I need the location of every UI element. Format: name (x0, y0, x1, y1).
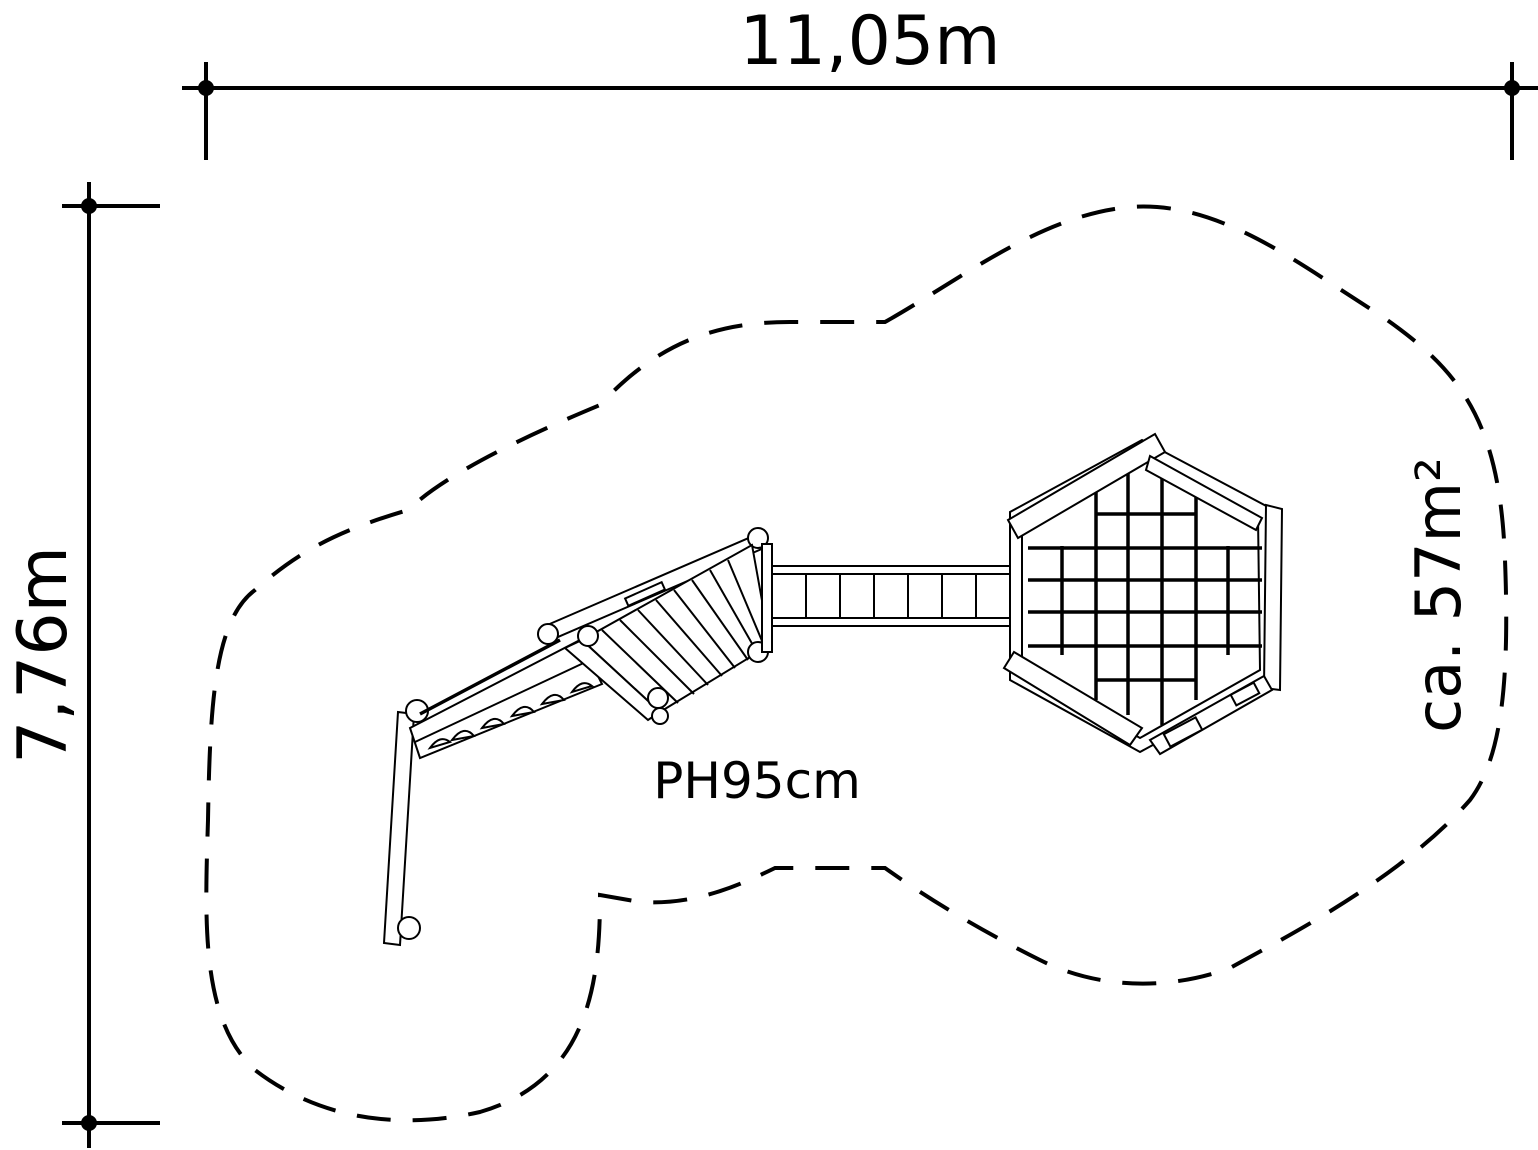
depth-label: 7,76m (4, 546, 83, 764)
platform-height-label: PH95cm (653, 752, 861, 810)
climbing-net (1028, 470, 1262, 725)
playground-equipment (382, 432, 1284, 947)
depth-dimension: 7,76m (4, 182, 160, 1148)
slanted-deck (563, 543, 773, 725)
bridge (771, 565, 1011, 627)
climbing-ramp (408, 638, 604, 760)
width-label: 11,05m (740, 2, 1001, 81)
pole (382, 699, 429, 947)
safety-area-outline (204, 204, 1509, 1123)
safety-area-label: ca. 57m² (1402, 457, 1475, 733)
width-dimension: 11,05m (182, 2, 1538, 160)
hexagon-net-tower (1002, 432, 1284, 756)
